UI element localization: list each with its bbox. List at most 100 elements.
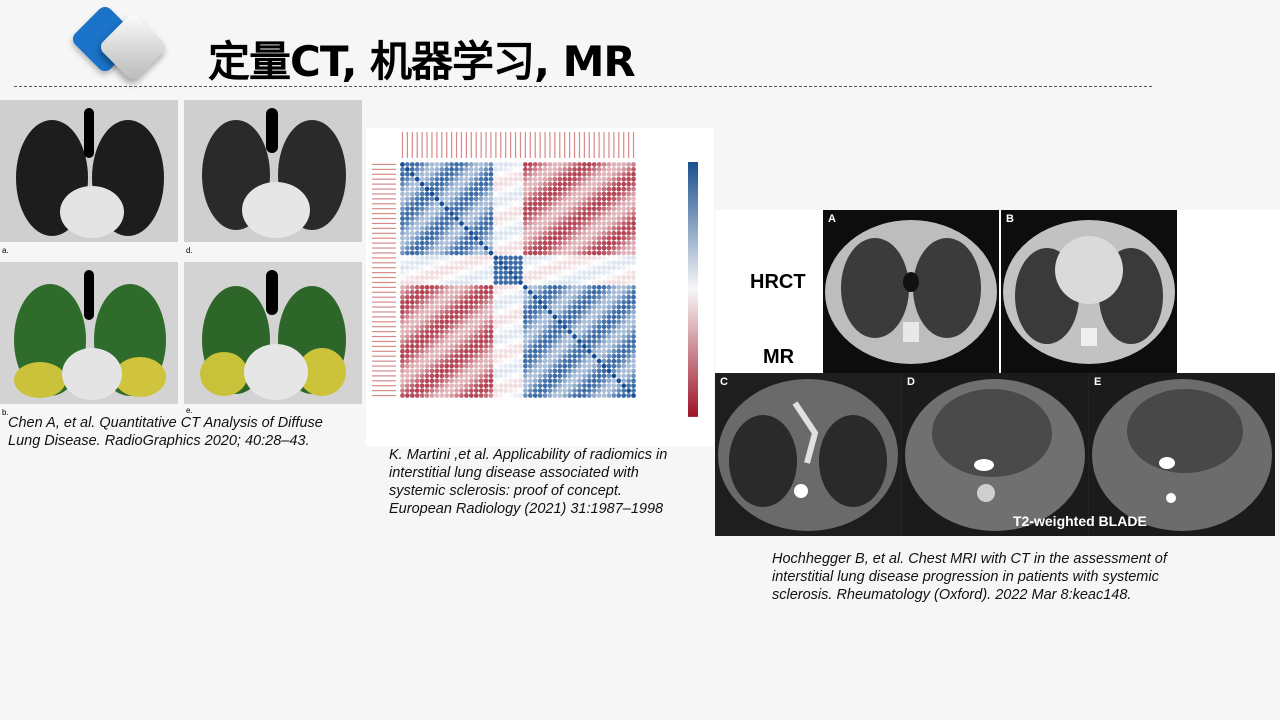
heatmap-cell (459, 176, 464, 182)
heatmap-cell (557, 275, 563, 280)
heatmap-cell (459, 309, 464, 315)
heatmap-cell (444, 339, 450, 344)
heatmap-cell (532, 245, 538, 251)
heatmap-col-tick (475, 132, 477, 158)
heatmap-cell (601, 181, 607, 187)
heatmap-cell (552, 260, 558, 266)
heatmap-cell (405, 250, 410, 256)
heatmap-row-tick (372, 370, 396, 372)
ct-image-e (184, 262, 362, 404)
heatmap-row-tick (372, 217, 396, 220)
heatmap-cell (503, 240, 509, 246)
heatmap-row-tick (372, 326, 396, 328)
heatmap-cell (424, 353, 430, 359)
heatmap-cell (493, 378, 499, 384)
heatmap-col-tick (544, 132, 546, 158)
heatmap-cell (513, 348, 518, 354)
heatmap-cell (498, 344, 504, 349)
heatmap-cell (596, 245, 602, 251)
heatmap-cell (473, 344, 479, 349)
heatmap-cell (439, 171, 445, 177)
heatmap-cell (552, 201, 558, 207)
heatmap-cell (621, 334, 627, 339)
heatmap-cell (626, 235, 631, 241)
heatmap-cell (537, 260, 543, 266)
heatmap-cell (439, 255, 445, 261)
heatmap-cell (473, 299, 479, 305)
heatmap-cell (582, 353, 587, 359)
heatmap-cell (582, 235, 587, 241)
heatmap-cell (405, 339, 410, 344)
heatmap-cell (611, 393, 617, 398)
heatmap-cell (616, 334, 622, 339)
heatmap-cell (483, 162, 489, 167)
heatmap-cell (582, 167, 587, 172)
heatmap-cell (586, 348, 592, 354)
heatmap-cell (601, 255, 607, 261)
heatmap-cell (473, 206, 479, 212)
heatmap-cell (537, 216, 543, 221)
heatmap-cell (429, 353, 435, 359)
heatmap-cell (527, 216, 533, 221)
heatmap-cell (572, 294, 577, 300)
heatmap-cell (557, 353, 563, 359)
heatmap-cell (473, 230, 479, 236)
heatmap-cell (567, 221, 572, 226)
heatmap-cell (606, 211, 612, 216)
heatmap-cell (478, 378, 484, 384)
heatmap-cell (596, 240, 602, 246)
heatmap-cell (606, 373, 612, 379)
heatmap-cell (459, 378, 464, 384)
heatmap-cell (616, 344, 622, 349)
heatmap-cell (449, 240, 454, 246)
heatmap-cell (582, 211, 587, 216)
heatmap-cell (611, 388, 617, 393)
heatmap-cell (464, 255, 469, 261)
heatmap-cell (552, 329, 558, 334)
heatmap-cell (626, 383, 631, 389)
heatmap-cell (527, 221, 533, 226)
t2-blade-label: T2-weighted BLADE (1013, 513, 1147, 529)
heatmap-cell (454, 329, 459, 334)
heatmap-cell (552, 388, 558, 393)
heatmap-cell (532, 314, 538, 320)
heatmap-cell (596, 329, 602, 334)
heatmap-cell (468, 221, 474, 226)
heatmap-cell (611, 309, 617, 315)
heatmap-cell (518, 191, 523, 197)
heatmap-cell (601, 171, 607, 177)
heatmap-cell (577, 285, 582, 290)
heatmap-cell (473, 353, 479, 359)
heatmap-cell (464, 319, 469, 325)
heatmap-cell (429, 186, 435, 192)
heatmap-cell (552, 334, 558, 339)
heatmap-cell (429, 339, 435, 344)
heatmap-cell (405, 230, 410, 236)
heatmap-cell (468, 334, 474, 339)
heatmap-cell (400, 191, 405, 197)
heatmap-cell (444, 353, 450, 359)
mr-image-d: D (902, 373, 1088, 536)
slide-title: 定量CT, 机器学习, MR (208, 37, 636, 86)
heatmap-cell (405, 358, 410, 364)
heatmap-cell (498, 216, 504, 221)
heatmap-cell (518, 226, 523, 231)
ct-letter-d: d. (186, 246, 193, 255)
heatmap-cell (439, 211, 445, 216)
heatmap-cell (552, 275, 558, 280)
heatmap-cell (409, 378, 415, 384)
heatmap-cell (483, 304, 489, 310)
heatmap-cell (523, 383, 528, 389)
heatmap-cell (478, 162, 484, 167)
heatmap-cell (508, 304, 513, 310)
heatmap-cell (577, 363, 582, 369)
heatmap-cell (572, 344, 577, 349)
heatmap-cell (527, 255, 533, 261)
heatmap-cell (400, 255, 405, 261)
heatmap-cell (459, 216, 464, 221)
heatmap-row-tick (372, 232, 396, 234)
heatmap-cell (621, 329, 627, 334)
heatmap-cell (591, 186, 597, 192)
heatmap-cell (478, 235, 484, 241)
heatmap-cell (537, 289, 543, 295)
